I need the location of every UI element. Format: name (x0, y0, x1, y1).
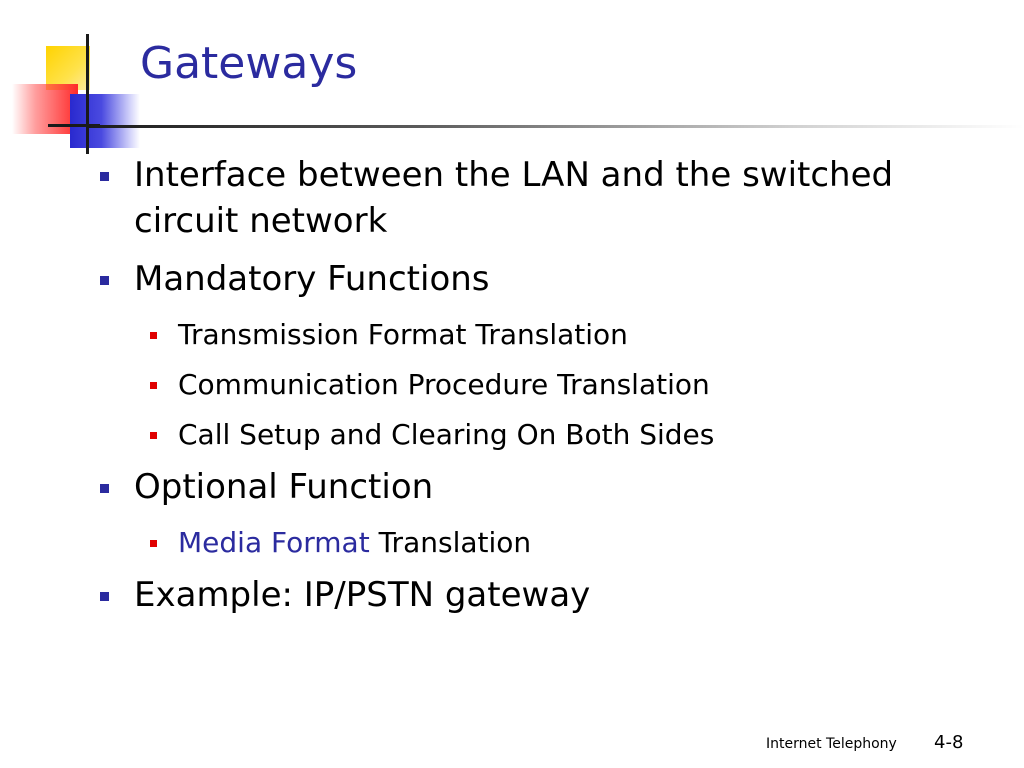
sub-bullet-communication-procedure: Communication Procedure Translation (96, 364, 976, 406)
footer-page-number: 4-8 (934, 732, 964, 753)
media-format-highlight: Media Format (178, 526, 370, 559)
sub-bullet-call-setup: Call Setup and Clearing On Both Sides (96, 414, 976, 456)
title-underline (88, 125, 1024, 128)
sub-bullet-transmission-format: Transmission Format Translation (96, 314, 976, 356)
bullet-mandatory-functions: Mandatory Functions (96, 256, 976, 302)
media-format-rest: Translation (369, 526, 532, 559)
horizontal-rule-short (48, 124, 100, 127)
sub-bullet-media-format: Media Format Translation (96, 522, 976, 564)
decorative-squares-logo (0, 0, 160, 160)
yellow-square (46, 46, 90, 90)
footer-course-name: Internet Telephony (766, 736, 897, 752)
slide-content: Interface between the LAN and the switch… (96, 152, 976, 630)
bullet-optional-function: Optional Function (96, 464, 976, 510)
bullet-example: Example: IP/PSTN gateway (96, 572, 976, 618)
slide-title: Gateways (140, 38, 358, 89)
bullet-interface: Interface between the LAN and the switch… (96, 152, 976, 244)
blue-square (70, 94, 140, 148)
vertical-rule (86, 34, 89, 154)
